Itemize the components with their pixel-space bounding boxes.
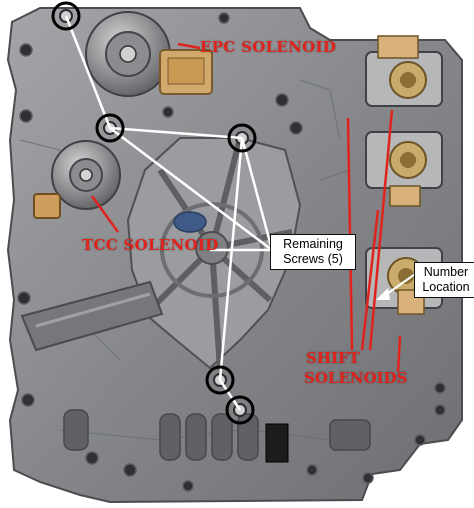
shift-line1: SHIFT (306, 349, 360, 367)
number-location-label: Number Location (414, 262, 474, 298)
number-location-line2: Location (422, 280, 470, 294)
tcc-solenoid (33, 140, 121, 219)
shift-solenoids-label: SHIFT SOLENOIDS (304, 348, 408, 388)
screw-pointer-lines (64, 15, 274, 411)
epc-solenoid (85, 11, 213, 97)
remaining-screws-line2: Screws (5) (283, 252, 343, 266)
shift-line2: SOLENOIDS (304, 369, 408, 387)
number-location-pointer (383, 271, 419, 297)
number-location-line1: Number (423, 265, 469, 279)
remaining-screws-line1: Remaining (283, 237, 343, 251)
remaining-screws-label: Remaining Screws (5) (270, 234, 356, 270)
epc-solenoid-label: EPC SOLENOID (200, 38, 337, 56)
screw-markers (51, 1, 257, 425)
shift-solenoid-1 (365, 35, 443, 107)
tcc-solenoid-label: TCC SOLENOID (82, 236, 219, 254)
